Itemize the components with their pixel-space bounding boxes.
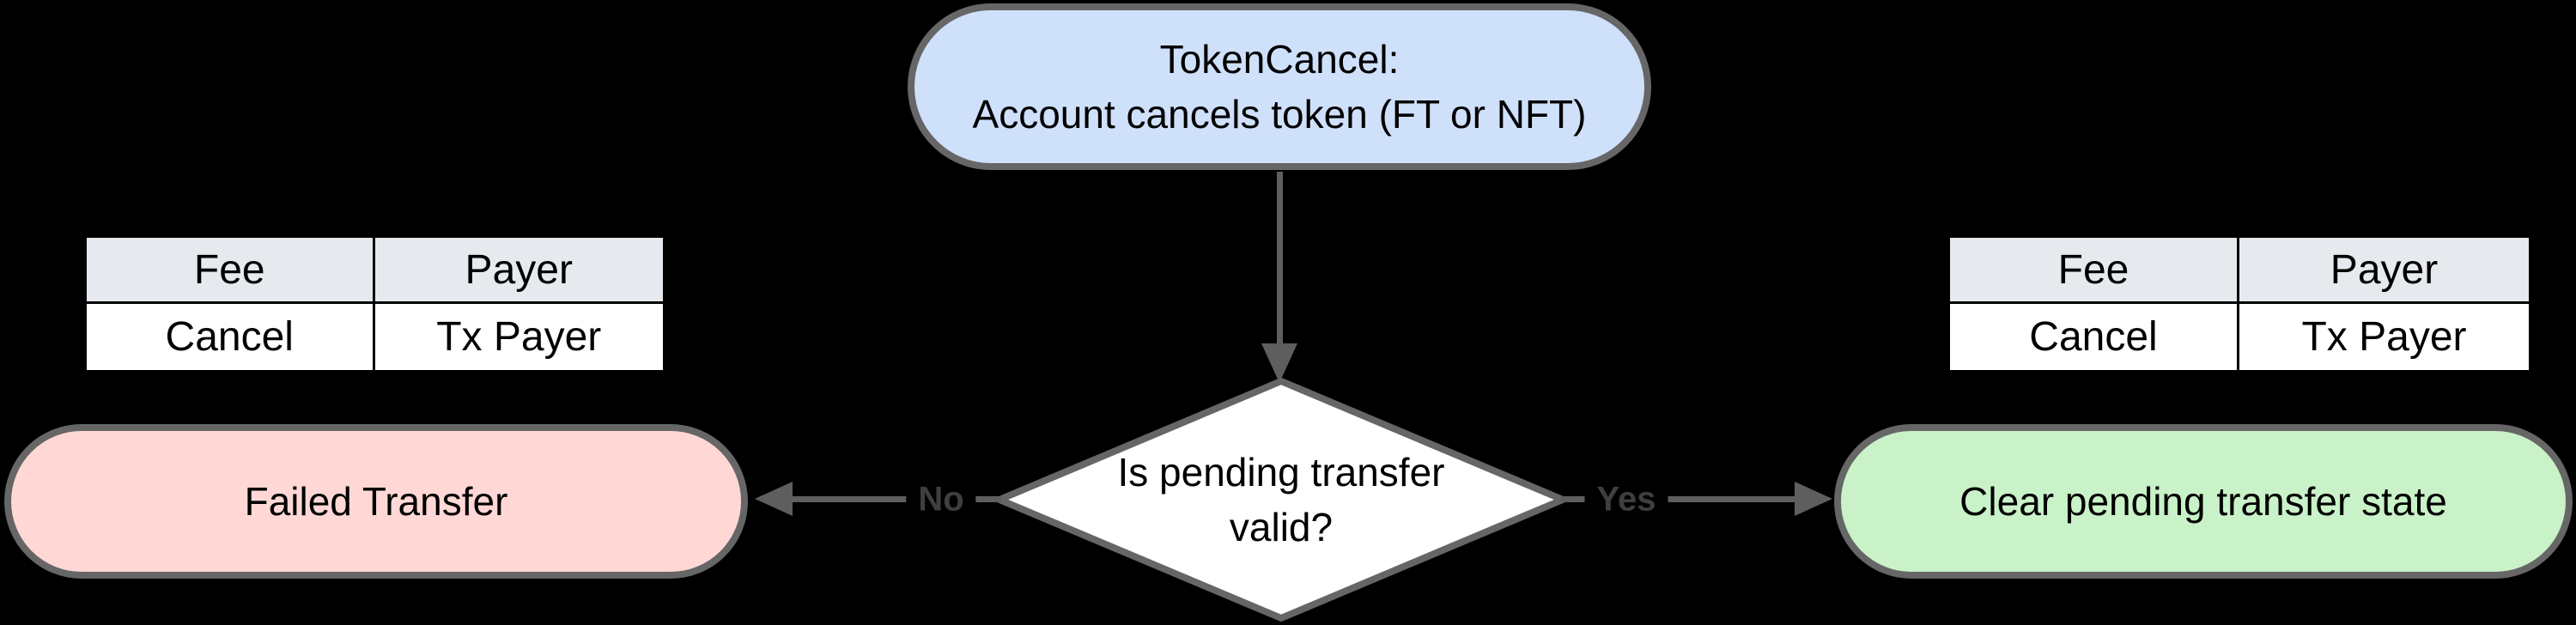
fee-table-left-header-fee: Fee <box>87 238 375 304</box>
yes-edge-label: Yes <box>1584 480 1668 519</box>
fee-table-right-cell-payer: Tx Payer <box>2239 304 2529 370</box>
fee-table-left-cell-payer: Tx Payer <box>374 304 663 370</box>
failed-transfer-label: Failed Transfer <box>244 479 508 524</box>
fee-table-left-cell-fee: Cancel <box>87 304 375 370</box>
no-edge-label: No <box>906 480 976 519</box>
edge-yes <box>1561 496 1795 502</box>
start-node-line1: TokenCancel: <box>1159 37 1400 82</box>
decision-diamond-shape <box>996 378 1566 622</box>
arrow-right-icon <box>1795 482 1832 516</box>
decision-node-text: Is pending transfer valid? <box>993 374 1570 625</box>
decision-line2: valid? <box>1229 505 1334 549</box>
clear-pending-label: Clear pending transfer state <box>1959 479 2447 524</box>
start-node: TokenCancel: Account cancels token (FT o… <box>908 3 1651 170</box>
fee-table-right-header-fee: Fee <box>1950 238 2239 304</box>
fee-table-left-header-payer: Payer <box>374 238 663 304</box>
decision-node: Is pending transfer valid? <box>993 374 1570 625</box>
failed-transfer-node: Failed Transfer <box>4 424 748 579</box>
arrow-left-icon <box>755 482 793 516</box>
start-node-line2: Account cancels token (FT or NFT) <box>972 92 1587 137</box>
fee-table-left: Fee Payer Cancel Tx Payer <box>84 235 665 373</box>
edge-start-to-decision <box>1277 172 1283 345</box>
fee-table-right: Fee Payer Cancel Tx Payer <box>1947 235 2531 373</box>
arrow-down-icon <box>1261 343 1297 383</box>
clear-pending-node: Clear pending transfer state <box>1834 424 2573 579</box>
fee-table-right-header-payer: Payer <box>2239 238 2529 304</box>
decision-line1: Is pending transfer <box>1117 450 1445 495</box>
edge-no <box>791 496 1001 502</box>
fee-table-right-cell-fee: Cancel <box>1950 304 2239 370</box>
